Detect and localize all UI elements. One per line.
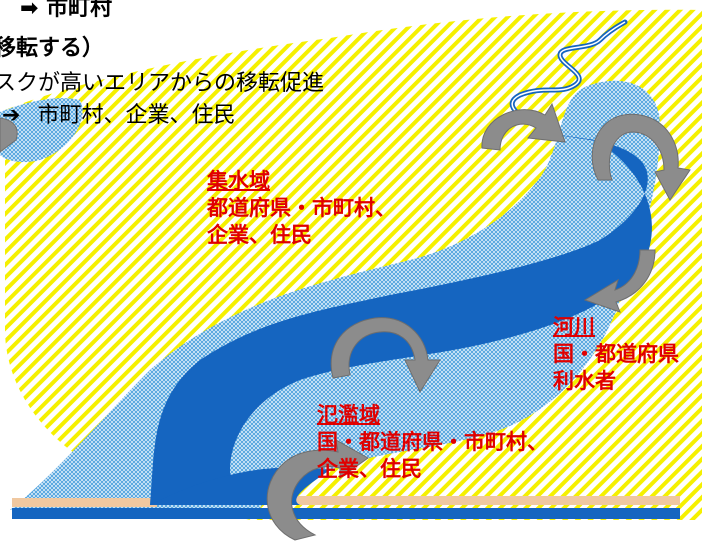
river-corridor-hatch-left (0, 98, 83, 163)
arrow-right-icon: ➔ (2, 103, 21, 128)
floodplain-title: 氾濫域 (317, 403, 380, 427)
header-bullet: スクが高いエリアからの移転促進 (0, 71, 325, 96)
ground-line (12, 508, 680, 519)
header-line-top: ➡ 市町村 (20, 0, 112, 22)
header-heading: 移転する） (0, 36, 105, 61)
floodplain-label: 氾濫域 国・都道府県・市町村、 企業、住民 (317, 402, 548, 483)
floodplain-line1: 国・都道府県・市町村、 (317, 430, 548, 454)
bank-left (12, 498, 157, 507)
arrow-upper-left (481, 102, 566, 151)
arrow-header-left (0, 117, 18, 153)
catchment-line1: 都道府県・市町村、 (207, 196, 396, 220)
catchment-label: 集水域 都道府県・市町村、 企業、住民 (207, 168, 396, 249)
floodplain-line2: 企業、住民 (317, 457, 422, 481)
header-actors: ➔ 市町村、企業、住民 (2, 97, 235, 129)
bank-right (290, 496, 680, 505)
river-meander-inner (511, 21, 626, 136)
river-line1: 国・都道府県 (553, 342, 679, 366)
river-title: 河川 (553, 315, 595, 339)
arrow-upper-right (591, 113, 691, 201)
header-top-text: 市町村 (46, 0, 113, 21)
river-main (150, 135, 652, 505)
arrow-middle (330, 317, 441, 394)
header-actors-text: 市町村、企業、住民 (37, 103, 236, 128)
arrow-right-icon: ➡ (20, 0, 47, 21)
river-line2: 利水者 (553, 369, 616, 393)
catchment-line2: 企業、住民 (207, 223, 312, 247)
catchment-title: 集水域 (207, 169, 270, 193)
arrow-right-down (583, 249, 656, 313)
flow-arrows (0, 102, 691, 541)
arrow-bottom (266, 439, 369, 541)
river-label: 河川 国・都道府県 利水者 (553, 314, 679, 395)
